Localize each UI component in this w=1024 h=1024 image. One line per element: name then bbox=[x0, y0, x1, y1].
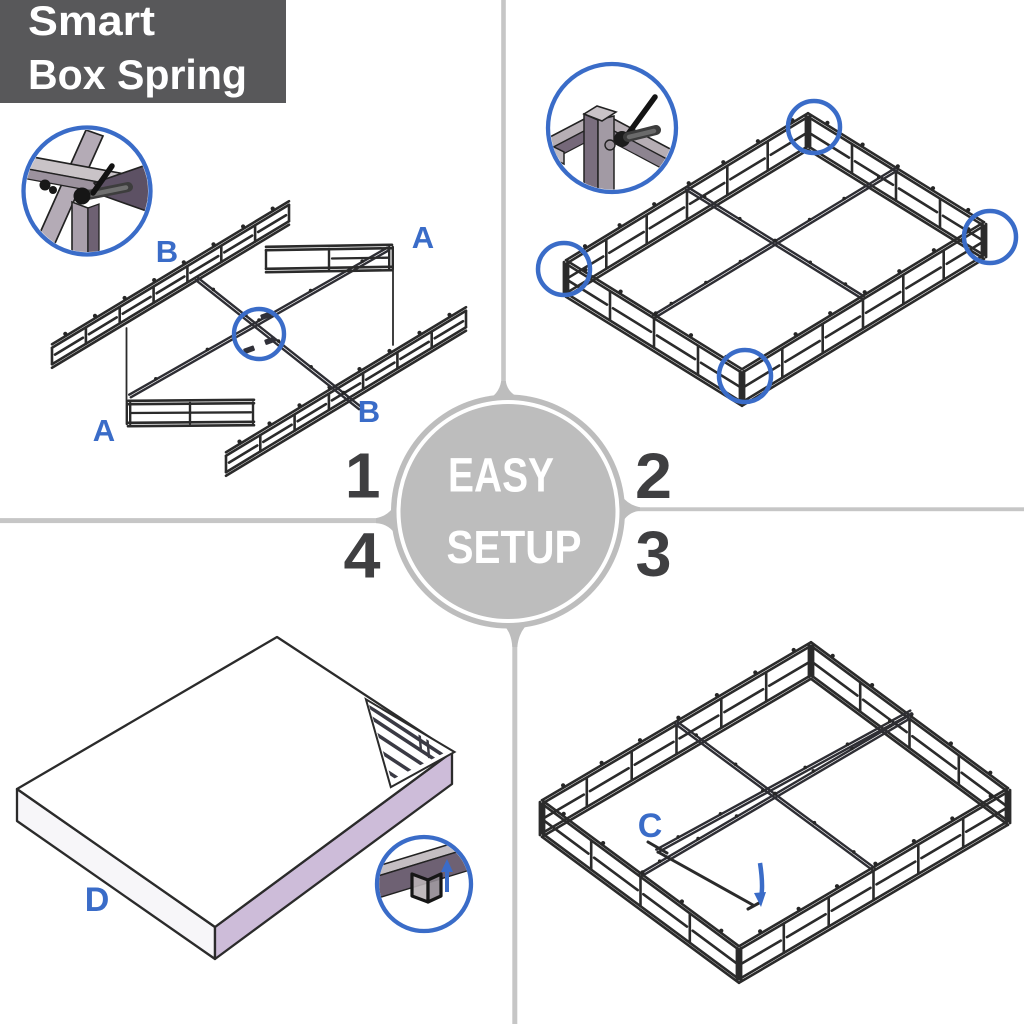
svg-text:B: B bbox=[358, 394, 380, 429]
svg-text:3: 3 bbox=[636, 518, 672, 590]
svg-text:4: 4 bbox=[344, 519, 381, 591]
svg-text:EASY: EASY bbox=[448, 450, 554, 503]
svg-text:2: 2 bbox=[635, 440, 672, 512]
svg-text:B: B bbox=[156, 234, 178, 269]
svg-text:A: A bbox=[93, 413, 115, 448]
svg-text:1: 1 bbox=[345, 440, 381, 512]
svg-text:A: A bbox=[412, 220, 434, 255]
svg-text:Smart: Smart bbox=[28, 0, 155, 44]
svg-text:SETUP: SETUP bbox=[447, 521, 582, 573]
svg-text:Box Spring: Box Spring bbox=[28, 51, 247, 98]
svg-text:D: D bbox=[85, 881, 110, 919]
svg-text:C: C bbox=[638, 807, 663, 845]
